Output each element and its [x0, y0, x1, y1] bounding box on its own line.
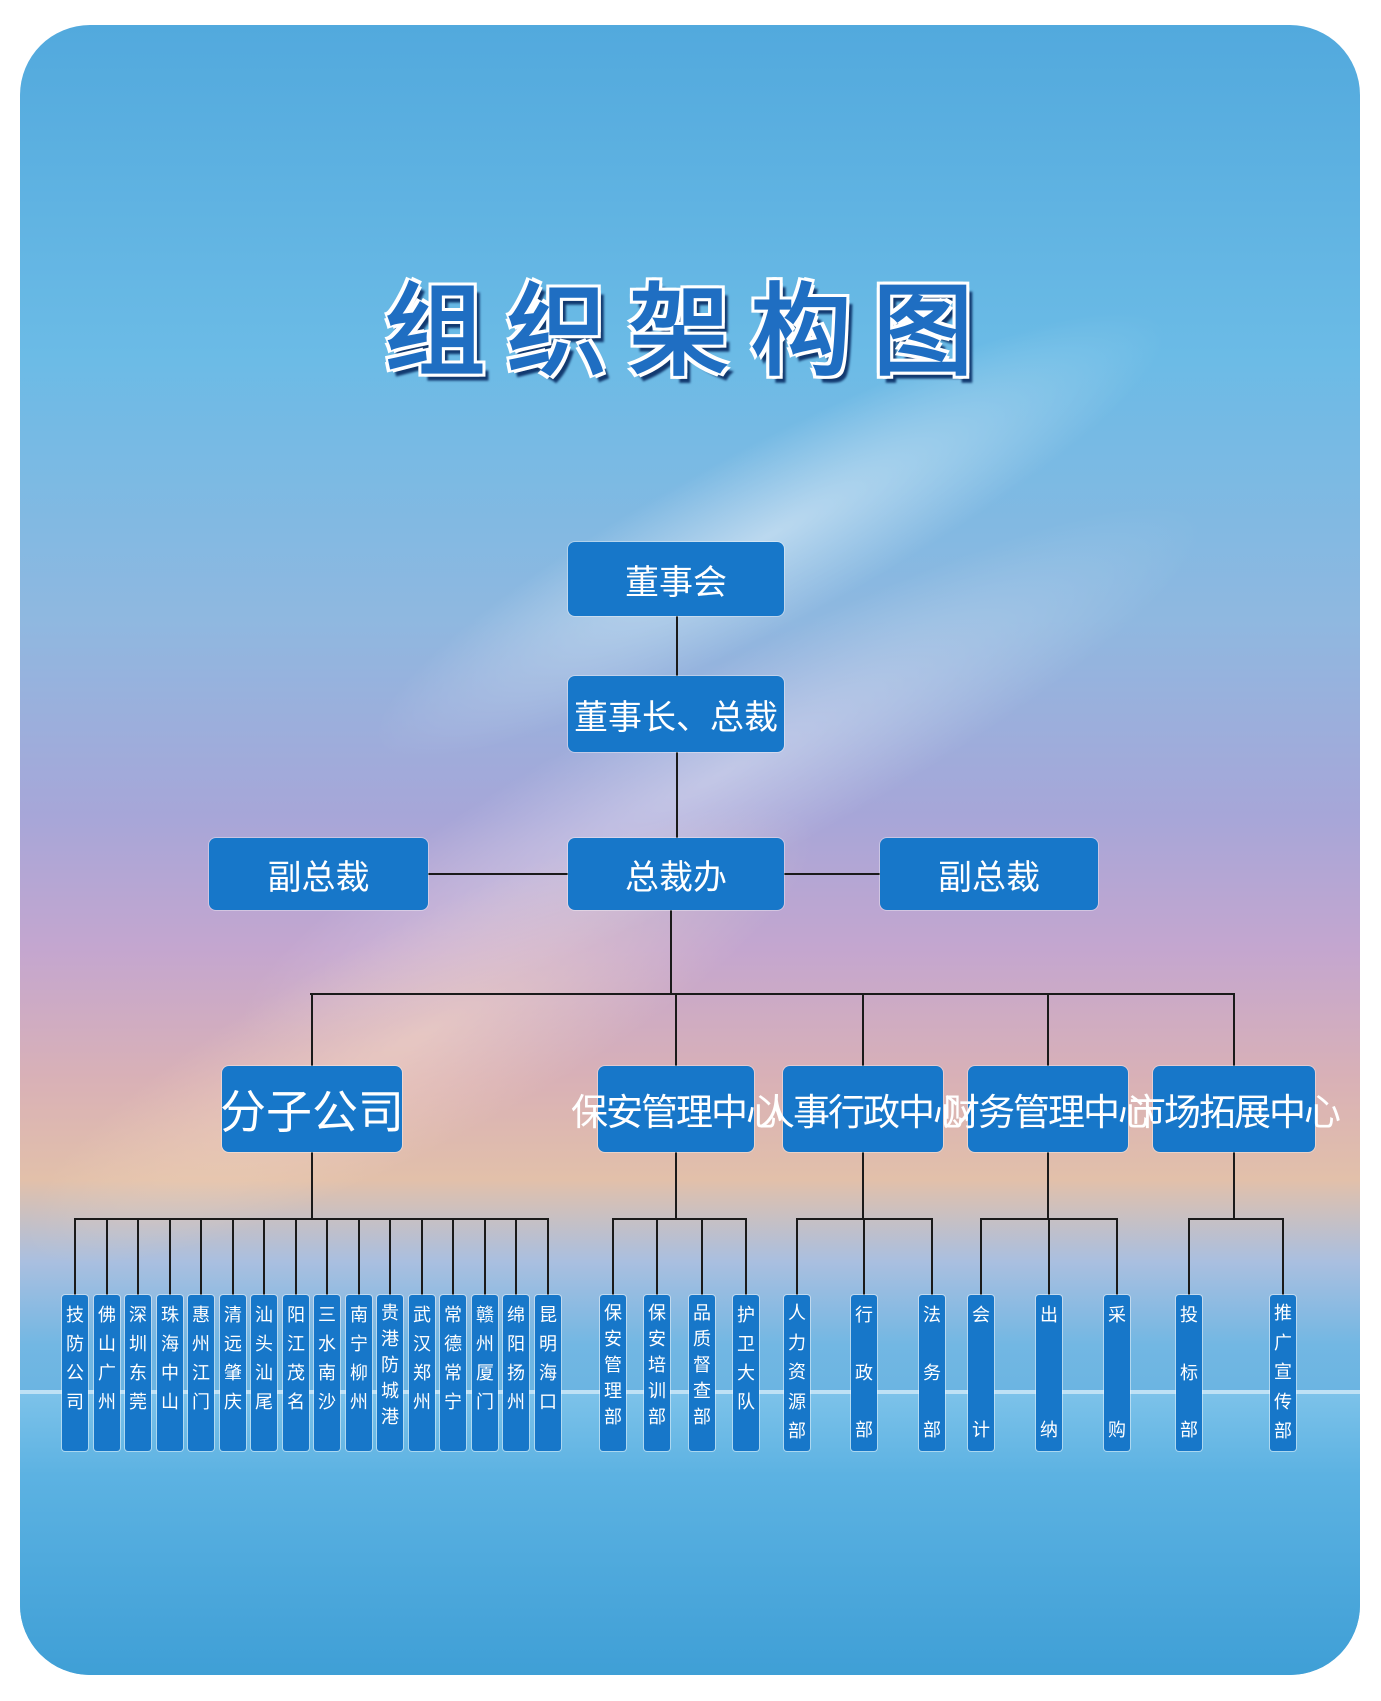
- connector-bus-drop: [675, 993, 677, 1066]
- connector-unit-drop: [863, 1218, 865, 1295]
- unit-box: 绵阳扬州: [503, 1295, 529, 1451]
- center-finance-management: 财务管理中心: [943, 1066, 1155, 1152]
- connector-unit-drop: [389, 1218, 391, 1295]
- connector-unit-drop: [796, 1218, 798, 1295]
- unit-box: 保安培训部: [644, 1295, 670, 1451]
- unit-box: 珠海中山: [157, 1295, 183, 1451]
- president-office-box: 总裁办: [568, 838, 784, 910]
- connector-center-stem: [675, 1152, 677, 1218]
- connector-unit-drop: [980, 1218, 982, 1295]
- unit-box: 行政部: [851, 1295, 877, 1451]
- connector-unit-drop: [452, 1218, 454, 1295]
- unit-box: 出纳: [1036, 1295, 1062, 1451]
- connector-unit-drop: [295, 1218, 297, 1295]
- center-market-expansion: 市场拓展中心: [1129, 1066, 1341, 1152]
- connector-unit-bar: [74, 1218, 549, 1220]
- connector-unit-drop: [421, 1218, 423, 1295]
- connector-unit-drop: [137, 1218, 139, 1295]
- connector-unit-drop: [263, 1218, 265, 1295]
- unit-box: 技防公司: [62, 1295, 88, 1451]
- connector-bus-drop: [311, 993, 313, 1066]
- connector-unit-drop: [612, 1218, 614, 1295]
- page-title: 组织架构图: [385, 273, 995, 390]
- unit-box: 武汉郑州: [409, 1295, 435, 1451]
- connector-unit-drop: [931, 1218, 933, 1295]
- connector-center-stem: [1047, 1152, 1049, 1218]
- unit-box: 贵港防城港: [377, 1295, 403, 1451]
- connector-unit-drop: [74, 1218, 76, 1295]
- connector-center-stem: [1233, 1152, 1235, 1218]
- unit-box: 保安管理部: [600, 1295, 626, 1451]
- connector-unit-drop: [745, 1218, 747, 1295]
- unit-box: 常德常宁: [440, 1295, 466, 1451]
- vice-president-right-box: 副总裁: [880, 838, 1098, 910]
- connector-unit-bar: [612, 1218, 747, 1220]
- unit-box: 赣州厦门: [472, 1295, 498, 1451]
- board-box: 董事会: [568, 542, 784, 616]
- center-security-management: 保安管理中心: [571, 1066, 783, 1152]
- unit-box: 采购: [1104, 1295, 1130, 1451]
- connector-center-stem: [862, 1152, 864, 1218]
- unit-box: 三水南沙: [314, 1295, 340, 1451]
- center-subsidiaries: 分子公司: [220, 1066, 404, 1152]
- connector-bus-drop: [1233, 993, 1235, 1066]
- connector-unit-bar: [1188, 1218, 1284, 1220]
- center-hr-administration: 人事行政中心: [758, 1066, 970, 1152]
- unit-box: 人力资源部: [784, 1295, 810, 1451]
- connector-bus-drop: [1047, 993, 1049, 1066]
- unit-box: 汕头汕尾: [251, 1295, 277, 1451]
- connector-unit-drop: [232, 1218, 234, 1295]
- connector-unit-drop: [169, 1218, 171, 1295]
- unit-box: 会计: [968, 1295, 994, 1451]
- connector-unit-drop: [1116, 1218, 1118, 1295]
- connector-unit-drop: [326, 1218, 328, 1295]
- unit-box: 阳江茂名: [283, 1295, 309, 1451]
- connector-unit-drop: [515, 1218, 517, 1295]
- unit-box: 品质督查部: [689, 1295, 715, 1451]
- connector-unit-drop: [1188, 1218, 1190, 1295]
- unit-box: 惠州江门: [188, 1295, 214, 1451]
- unit-box: 护卫大队: [733, 1295, 759, 1451]
- connector-unit-drop: [358, 1218, 360, 1295]
- unit-box: 清远肇庆: [220, 1295, 246, 1451]
- connector-unit-drop: [547, 1218, 549, 1295]
- unit-box: 法务部: [919, 1295, 945, 1451]
- vice-president-left-box: 副总裁: [209, 838, 428, 910]
- connector-unit-drop: [1048, 1218, 1050, 1295]
- unit-box: 佛山广州: [94, 1295, 120, 1451]
- chairman-box: 董事长、总裁: [568, 676, 784, 752]
- connector-unit-drop: [200, 1218, 202, 1295]
- unit-box: 推广宣传部: [1270, 1295, 1296, 1451]
- connector-unit-drop: [106, 1218, 108, 1295]
- connector-bus-drop: [862, 993, 864, 1066]
- unit-box: 昆明海口: [535, 1295, 561, 1451]
- connector-unit-drop: [1282, 1218, 1284, 1295]
- connector-unit-drop: [656, 1218, 658, 1295]
- connector-unit-drop: [484, 1218, 486, 1295]
- unit-box: 投标部: [1176, 1295, 1202, 1451]
- unit-box: 深圳东莞: [125, 1295, 151, 1451]
- unit-box: 南宁柳州: [346, 1295, 372, 1451]
- connector-unit-drop: [701, 1218, 703, 1295]
- connector-center-stem: [311, 1152, 313, 1218]
